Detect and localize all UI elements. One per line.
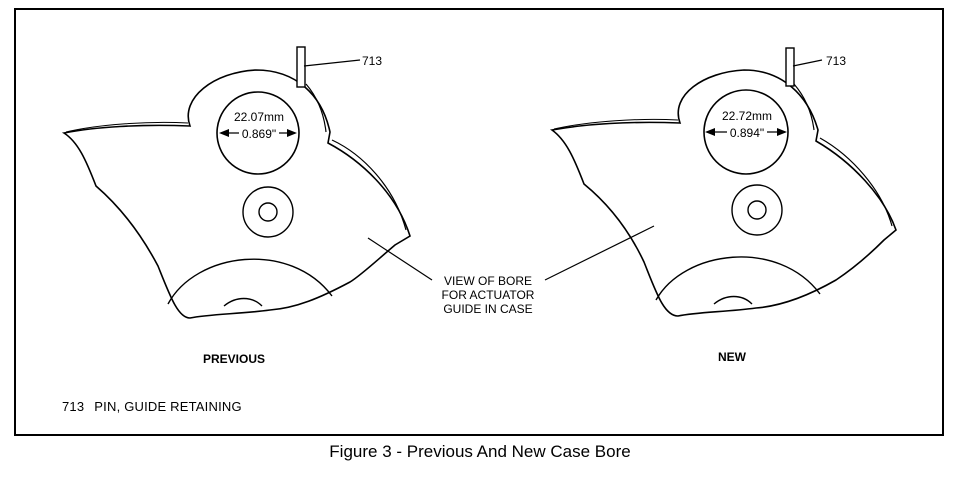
previous-lower-notch <box>223 297 263 307</box>
previous-pin-leader <box>303 59 361 67</box>
previous-dimension-arrow-right <box>287 129 297 137</box>
pin-legend: 713 PIN, GUIDE RETAINING <box>62 399 242 414</box>
previous-upper-lobe-edge <box>305 83 327 133</box>
previous-flange-edge <box>65 121 189 133</box>
new-bore-in: 0.894" <box>730 126 764 140</box>
previous-rim-edge <box>331 139 407 231</box>
previous-case-section: 22.07mm 0.869" 713 PREVIOUS <box>61 46 411 366</box>
previous-bore-in: 0.869" <box>242 127 276 141</box>
previous-pin-label: 713 <box>362 54 382 68</box>
figure-frame <box>14 8 944 436</box>
previous-guide-pin <box>296 46 306 88</box>
previous-lower-arc <box>167 258 333 305</box>
callout-line-2: FOR ACTUATOR <box>442 288 535 302</box>
previous-dimension-arrow-left <box>219 129 229 137</box>
callout-line-1: VIEW OF BORE <box>444 274 532 288</box>
legend-description: PIN, GUIDE RETAINING <box>94 399 242 414</box>
callout-line-3: GUIDE IN CASE <box>443 302 532 316</box>
new-pin-leader <box>792 59 823 67</box>
new-dimension-arrow-right <box>777 128 787 136</box>
new-bore-mm: 22.72mm <box>722 109 772 123</box>
callout-leader-right <box>544 225 655 281</box>
new-upper-lobe-edge <box>793 83 815 131</box>
previous-small-boss-hole <box>258 202 278 222</box>
new-rim-edge <box>819 137 893 227</box>
new-small-boss-hole <box>747 200 767 220</box>
new-guide-pin <box>785 47 795 87</box>
figure-caption: Figure 3 - Previous And New Case Bore <box>329 442 631 461</box>
new-lower-notch <box>713 295 753 305</box>
previous-bore-mm: 22.07mm <box>234 110 284 124</box>
new-dimension-arrow-left <box>705 128 715 136</box>
new-title: NEW <box>718 350 747 364</box>
new-bore-in-bg <box>727 126 767 139</box>
new-flange-edge <box>553 118 679 130</box>
new-lower-arc <box>655 256 821 301</box>
new-case-section: 22.72mm 0.894" 713 NEW <box>549 47 897 364</box>
callout-leader-left <box>367 237 433 281</box>
legend-number: 713 <box>62 399 85 414</box>
previous-title: PREVIOUS <box>203 352 265 366</box>
previous-bore-in-bg <box>239 127 279 140</box>
new-pin-label: 713 <box>826 54 846 68</box>
new-case-outline <box>549 69 897 317</box>
previous-case-outline <box>61 69 411 319</box>
bore-callout: VIEW OF BORE FOR ACTUATOR GUIDE IN CASE <box>367 225 655 316</box>
